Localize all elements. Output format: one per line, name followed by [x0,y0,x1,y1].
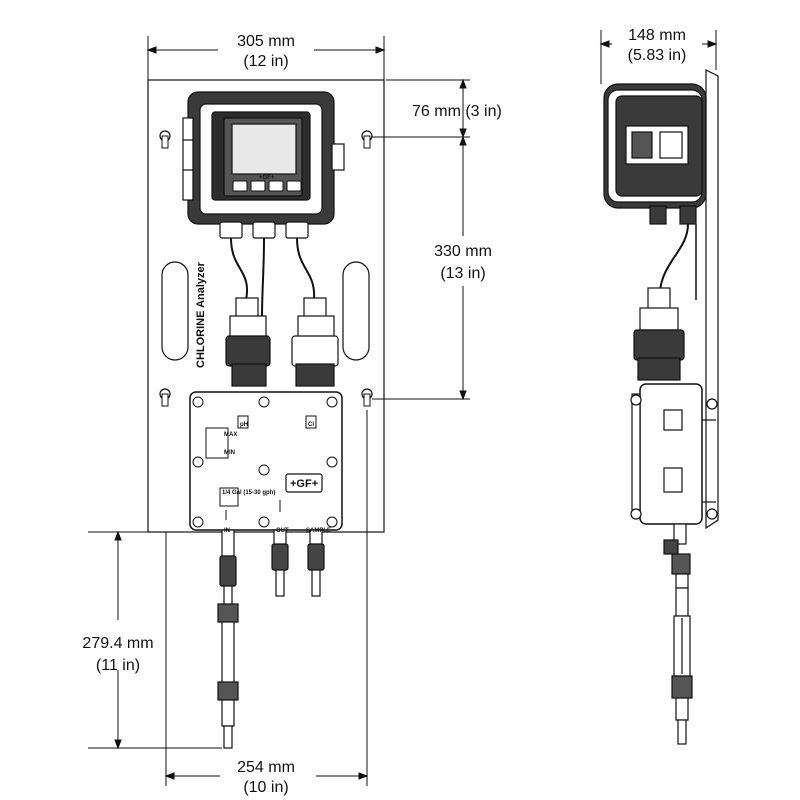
brand-badge [285,473,323,493]
mount-spacing-in: (13 in) [440,265,485,282]
tubing-length-mm: 279.4 mm [82,635,153,652]
outlet-fitting [271,529,289,597]
port-label-sample: SAMPLE [306,528,331,534]
min-label: MIN [224,450,235,456]
keypad [232,180,302,192]
side-flow-cell [630,383,718,525]
panel-width-mm: 305 mm [237,33,295,50]
port-label-in: IN [224,528,230,534]
base-width-in: (10 in) [243,779,288,796]
inlet-tubing [217,621,239,749]
side-fitting [663,523,691,589]
ph-sensor [225,297,271,387]
max-label: MAX [224,432,237,438]
side-view [603,69,719,745]
port-label-out: OUT [276,528,289,534]
panel-slot-right [342,261,370,361]
keyhole-slot [159,130,373,407]
side-tubing [671,587,693,745]
inlet-fitting [217,529,239,623]
tubing-length-in: (11 in) [96,657,140,674]
side-sensor [633,287,685,381]
brand-logo: +GF+ [290,478,318,490]
display-logo: +GF+ [259,175,275,181]
mount-spacing-mm: 330 mm [434,243,492,260]
front-view [147,79,385,749]
analyzer-housing [182,91,345,239]
flow-cell [189,391,343,531]
side-cable [659,223,689,293]
chlorine-sensor [291,297,339,387]
flow-note: 1/4 Gal (15-30 gph) [222,490,275,496]
depth-mm: 148 mm [628,27,686,44]
depth-in: (5.83 in) [628,47,687,64]
display-screen [231,123,297,175]
panel-width-in: (12 in) [243,53,288,70]
ph-label: pH [240,422,248,428]
base-width-mm: 254 mm [237,759,295,776]
vertical-product-label: CHLORINE Analyzer [195,261,207,368]
cl-label: Cl [308,422,314,428]
side-panel [705,69,719,530]
sample-fitting [307,529,325,597]
panel-slot-left [161,261,189,361]
top-offset-dimension: 76 mm (3 in) [412,103,502,120]
